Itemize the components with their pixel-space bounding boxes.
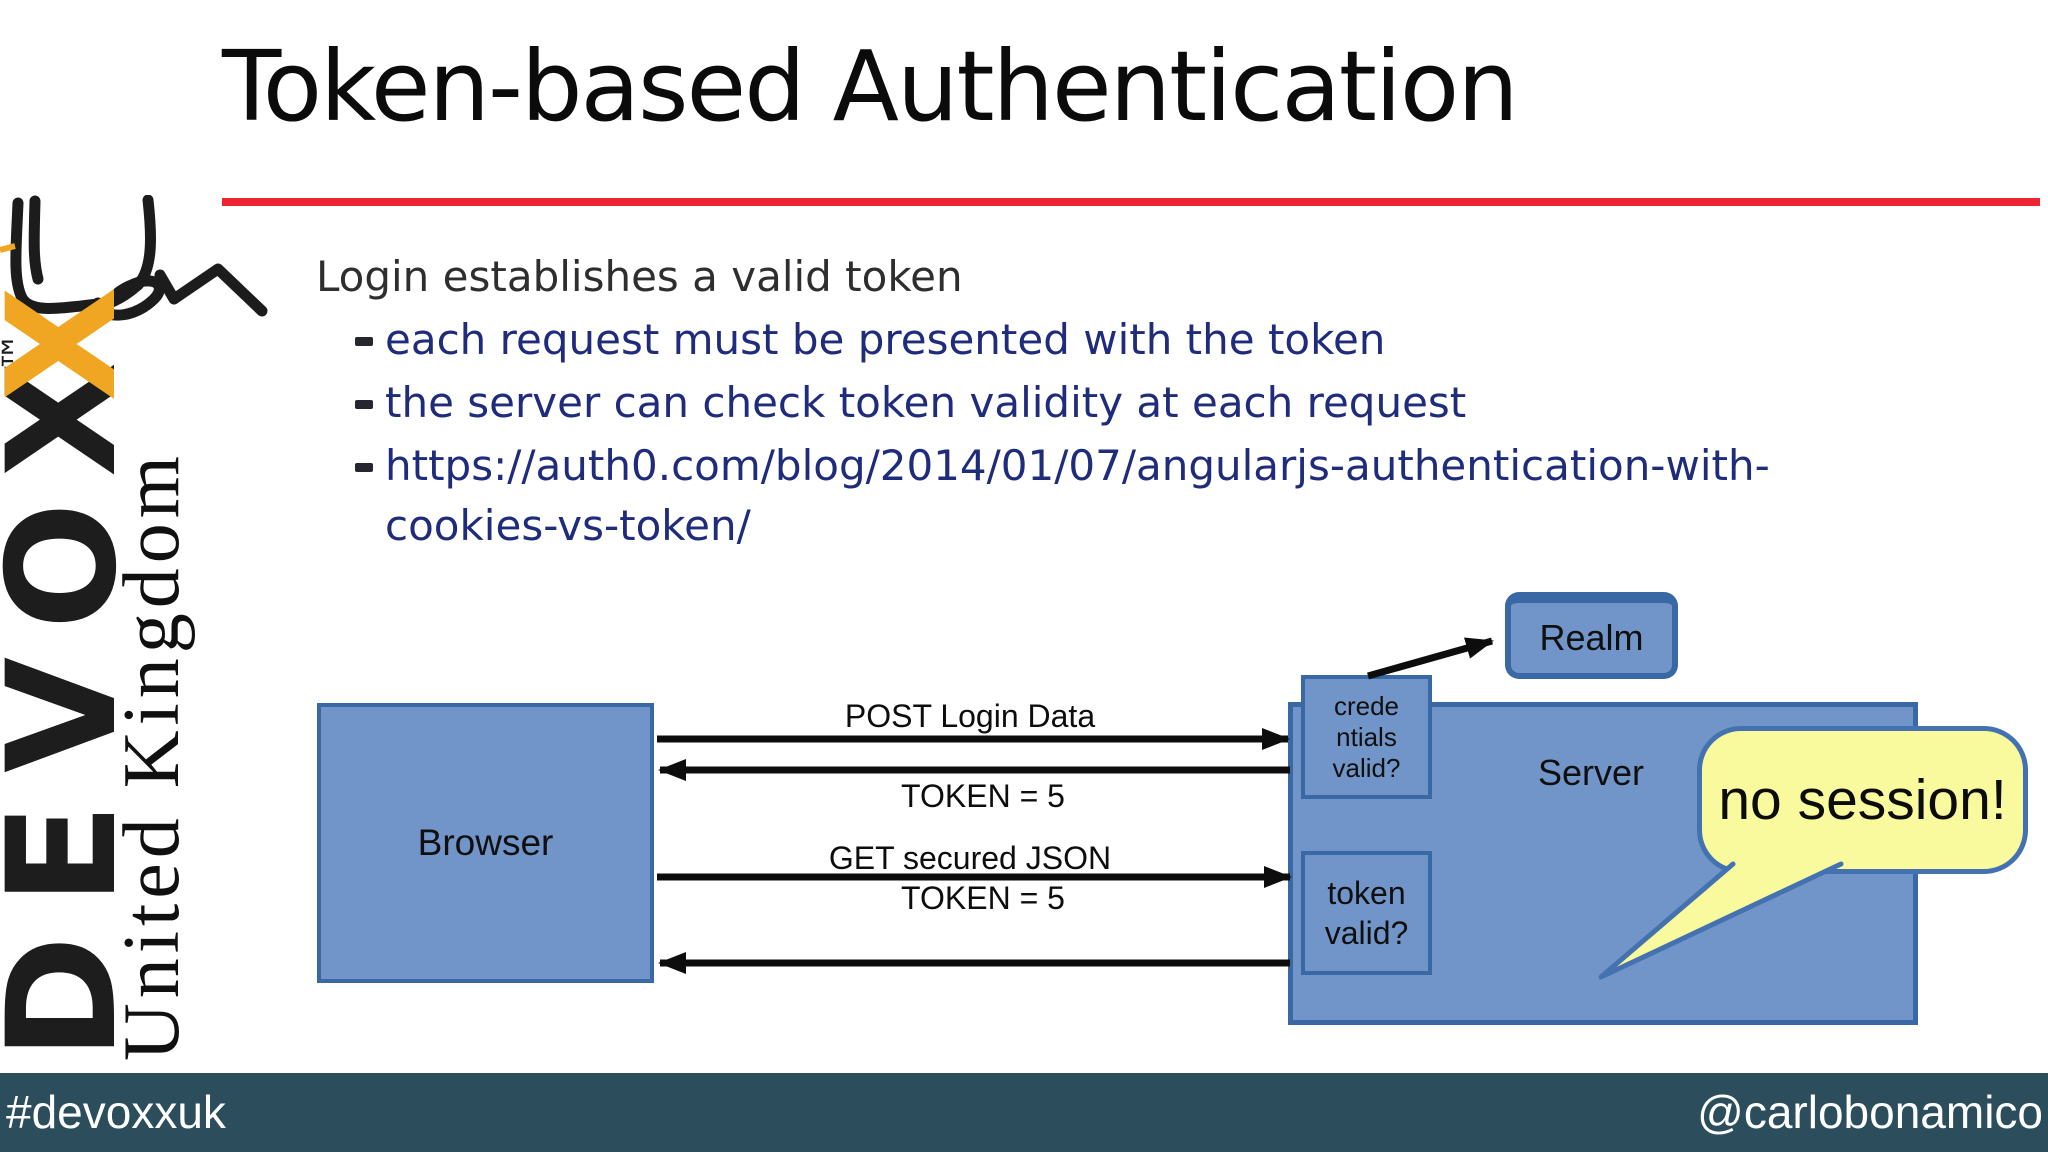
slide-title: Token-based Authentication bbox=[222, 30, 1519, 143]
arrow-label-get-json: GET secured JSON bbox=[828, 840, 1112, 876]
bullet-intro: Login establishes a valid token bbox=[316, 252, 963, 301]
realm-label: Realm bbox=[1539, 617, 1644, 658]
credentials-valid-box: crede ntials valid? bbox=[1301, 675, 1432, 799]
arrow-label-token2: TOKEN = 5 bbox=[901, 880, 1065, 916]
bullet-dash bbox=[355, 337, 373, 346]
footer-twitter-handle: @carlobonamico bbox=[1697, 1086, 2043, 1138]
server-label: Server bbox=[1538, 752, 1645, 793]
devoxx-face-sketch-icon bbox=[0, 195, 268, 321]
bullet-dash bbox=[355, 463, 373, 472]
credentials-valid-text: crede ntials valid? bbox=[1332, 690, 1401, 783]
footer-hashtag: #devoxxuk bbox=[6, 1086, 226, 1138]
bullet-item-url-line2[interactable]: cookies-vs-token/ bbox=[385, 501, 751, 550]
bullet-item: the server can check token validity at e… bbox=[385, 378, 1467, 427]
browser-label: Browser bbox=[417, 822, 554, 863]
footer-bar: #devoxxuk @carlobonamico bbox=[0, 1073, 2048, 1152]
token-valid-text: token valid? bbox=[1324, 875, 1409, 951]
orange-tick bbox=[0, 243, 16, 253]
browser-box: Browser bbox=[317, 703, 654, 983]
token-valid-box: token valid? bbox=[1301, 851, 1432, 975]
arrow-to-realm bbox=[1367, 637, 1494, 680]
bullet-dash bbox=[355, 400, 373, 409]
bullet-item: each request must be presented with the … bbox=[385, 315, 1386, 364]
title-accent-rule bbox=[222, 198, 2040, 206]
devoxx-region-text: United Kingdom bbox=[108, 451, 196, 1061]
arrow-label-post-login: POST Login Data bbox=[844, 698, 1096, 734]
speech-bubble: no session! bbox=[1697, 726, 2028, 874]
realm-box: Realm bbox=[1505, 592, 1678, 679]
bullet-item-url-line1[interactable]: https://auth0.com/blog/2014/01/07/angula… bbox=[385, 441, 1770, 490]
arrow-label-token1: TOKEN = 5 bbox=[901, 778, 1065, 814]
speech-bubble-text: no session! bbox=[1718, 768, 2007, 832]
